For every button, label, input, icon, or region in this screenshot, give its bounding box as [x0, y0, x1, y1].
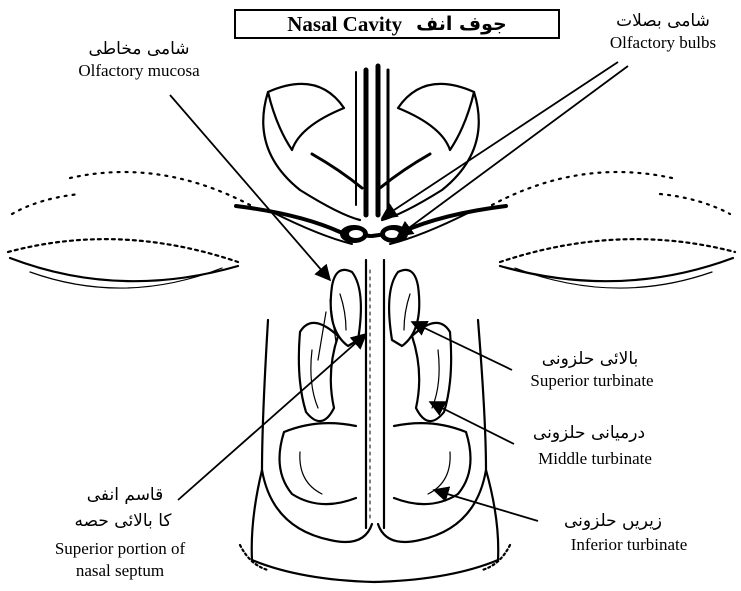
label-inferior-turbinate-persian: زیریں حلزونی [538, 512, 688, 531]
label-olfactory-bulbs-persian: شامی بصلات [600, 12, 726, 31]
label-olfactory-mucosa-persian: شامی مخاطی [66, 40, 212, 59]
label-superior-turbinate-english: Superior turbinate [512, 372, 672, 391]
title-english: Nasal Cavity [287, 12, 402, 37]
label-septum-english-line1: Superior portion of [20, 540, 220, 559]
label-septum-persian-line2: کا بالائی حصه [38, 512, 208, 531]
arrow-olfactory-mucosa [170, 95, 330, 280]
label-olfactory-bulbs-english: Olfactory bulbs [588, 34, 738, 53]
title-box: Nasal Cavity جوف انف [234, 9, 560, 39]
arrow-olfactory-bulb-right [398, 66, 628, 236]
label-middle-turbinate-english: Middle turbinate [510, 450, 680, 469]
label-septum-english-line2: nasal septum [40, 562, 200, 581]
arrow-middle-turbinate [430, 402, 514, 444]
arrow-inferior-turbinate [434, 490, 538, 521]
left-turbinates [280, 270, 361, 504]
title-persian: جوف انف [416, 13, 507, 35]
label-middle-turbinate-persian: درمیانی حلزونی [514, 424, 664, 443]
label-septum-persian-line1: قاسم انفی [50, 486, 200, 505]
arrow-superior-turbinate [412, 322, 512, 370]
nostrils [240, 545, 510, 570]
arrow-septum [178, 334, 366, 500]
nasal-septum [366, 260, 384, 528]
left-eye [8, 172, 250, 288]
arrow-olfactory-bulb-left [382, 62, 618, 218]
label-superior-turbinate-persian: بالائی حلزونی [520, 350, 660, 369]
nasal-cavity-outline [252, 320, 499, 582]
label-olfactory-mucosa-english: Olfactory mucosa [54, 62, 224, 81]
label-inferior-turbinate-english: Inferior turbinate [544, 536, 714, 555]
right-eye [492, 172, 735, 288]
right-turbinates [389, 270, 470, 504]
